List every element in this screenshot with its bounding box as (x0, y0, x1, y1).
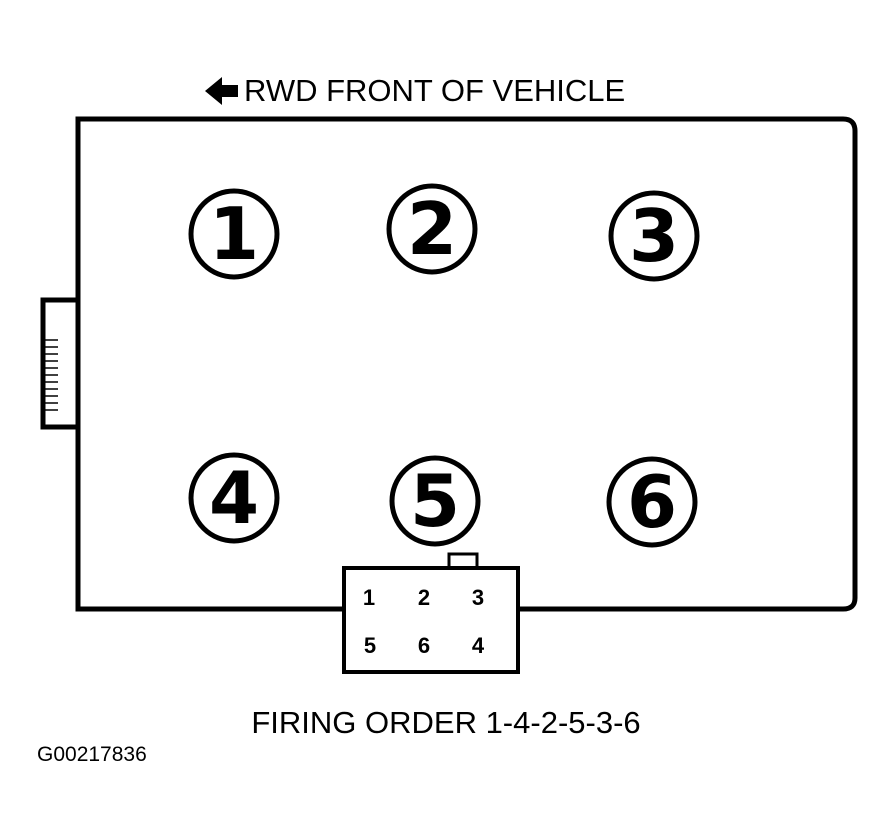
connector-terminal: 6 (418, 633, 430, 658)
connector-terminal: 3 (472, 585, 484, 610)
cylinder-3-number: 3 (629, 194, 679, 278)
connector-terminal: 4 (472, 633, 485, 658)
cylinder-4: 4 (188, 452, 280, 544)
connector-terminal: 1 (363, 585, 375, 610)
cylinder-6-number: 6 (627, 460, 677, 544)
figure-code: G00217836 (37, 743, 147, 766)
firing-order-caption: FIRING ORDER 1-4-2-5-3-6 (251, 705, 640, 740)
connector-terminal: 2 (418, 585, 430, 610)
coil-connector: 1 2 3 5 6 4 (342, 552, 520, 674)
connector-body (342, 566, 520, 674)
cylinder-1: 1 (188, 188, 280, 280)
cylinder-3: 3 (608, 190, 700, 282)
cylinder-2-number: 2 (407, 187, 457, 271)
left-arrow-icon (205, 77, 238, 105)
connector-terminal: 5 (364, 633, 376, 658)
engine-side-tab (40, 297, 81, 430)
cylinder-5-number: 5 (410, 459, 460, 543)
engine-block (75, 116, 858, 612)
cylinder-1-number: 1 (209, 192, 259, 276)
cylinder-4-number: 4 (209, 456, 259, 540)
front-of-vehicle-label: RWD FRONT OF VEHICLE (244, 73, 625, 108)
cylinder-2: 2 (386, 183, 478, 275)
cylinder-5: 5 (389, 455, 481, 547)
cylinder-6: 6 (606, 456, 698, 548)
